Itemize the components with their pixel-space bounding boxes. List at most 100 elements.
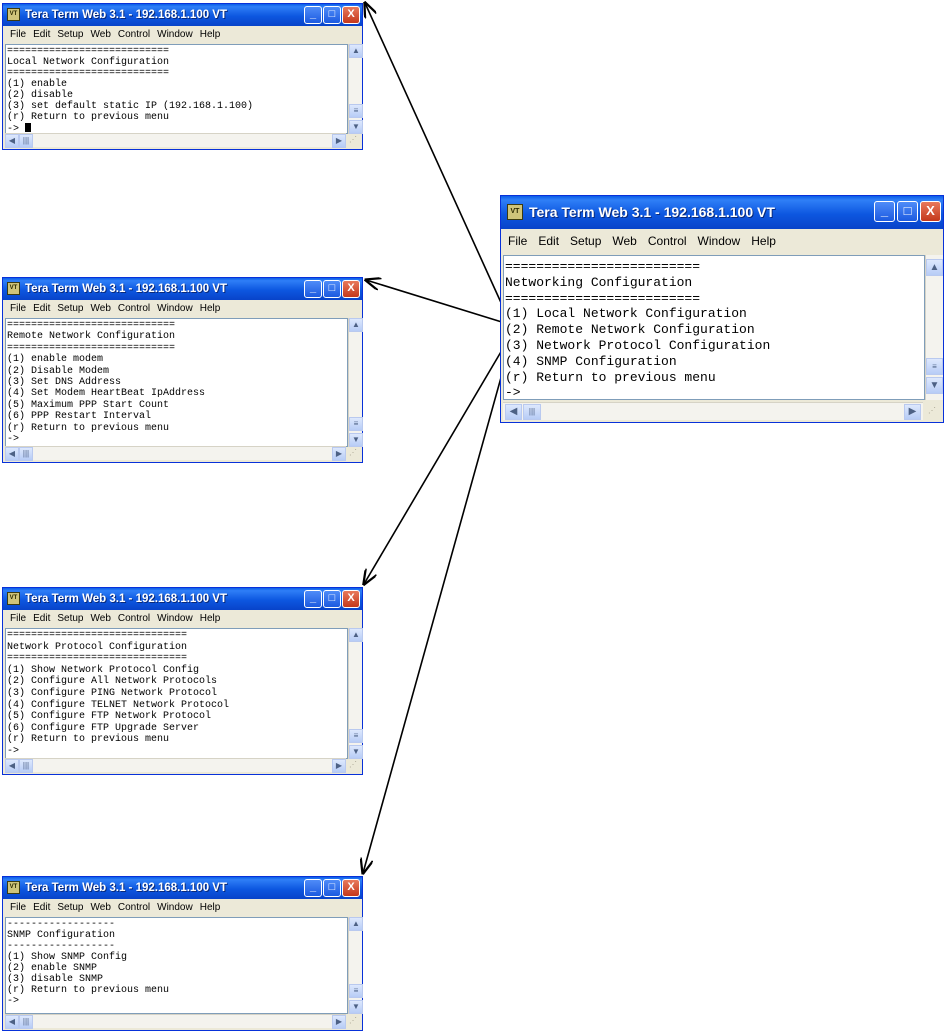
menu-setup[interactable]: Setup bbox=[57, 29, 84, 40]
menu-window[interactable]: Window bbox=[157, 303, 193, 314]
horizontal-scrollbar[interactable]: ◀ ||| ▶ bbox=[503, 402, 923, 420]
resize-grip-icon[interactable]: ⋰ bbox=[349, 760, 357, 769]
resize-grip-icon[interactable]: ⋰ bbox=[349, 448, 357, 457]
title-bar[interactable]: VT Tera Term Web 3.1 - 192.168.1.100 VT … bbox=[3, 588, 362, 610]
scroll-left-arrow-icon[interactable]: ◀ bbox=[5, 759, 19, 773]
menu-setup[interactable]: Setup bbox=[57, 613, 84, 624]
menu-file[interactable]: File bbox=[10, 303, 27, 314]
vertical-scrollbar[interactable]: ▲ ≡ ▼ bbox=[348, 44, 363, 134]
scroll-thumb[interactable]: ≡ bbox=[926, 358, 943, 375]
scroll-up-arrow-icon[interactable]: ▲ bbox=[349, 628, 363, 642]
scroll-down-arrow-icon[interactable]: ▼ bbox=[349, 433, 363, 447]
menu-help[interactable]: Help bbox=[751, 234, 776, 248]
scroll-up-arrow-icon[interactable]: ▲ bbox=[349, 318, 363, 332]
scroll-up-arrow-icon[interactable]: ▲ bbox=[349, 917, 363, 931]
menu-edit[interactable]: Edit bbox=[33, 613, 51, 624]
menu-control[interactable]: Control bbox=[117, 613, 151, 624]
terminal-area[interactable]: ------------------ SNMP Configuration --… bbox=[5, 917, 348, 1014]
menu-setup[interactable]: Setup bbox=[57, 303, 84, 314]
menu-web[interactable]: Web bbox=[90, 613, 111, 624]
menu-window[interactable]: Window bbox=[697, 234, 741, 248]
horizontal-scrollbar[interactable]: ◀ ||| ▶ bbox=[5, 133, 346, 148]
title-bar[interactable]: VT Tera Term Web 3.1 - 192.168.1.100 VT … bbox=[3, 877, 362, 899]
scroll-left-arrow-icon[interactable]: ◀ bbox=[505, 404, 522, 420]
scroll-h-thumb[interactable]: ||| bbox=[523, 404, 541, 420]
close-button[interactable]: X bbox=[342, 879, 360, 897]
close-button[interactable]: X bbox=[342, 6, 360, 24]
minimize-button[interactable]: _ bbox=[304, 879, 322, 897]
scroll-left-arrow-icon[interactable]: ◀ bbox=[5, 1015, 19, 1029]
menu-web[interactable]: Web bbox=[90, 303, 111, 314]
scroll-h-thumb[interactable]: ||| bbox=[19, 759, 33, 773]
title-bar[interactable]: VT Tera Term Web 3.1 - 192.168.1.100 VT … bbox=[501, 196, 943, 229]
terminal-area[interactable]: ============================== Network P… bbox=[5, 628, 348, 759]
maximize-button[interactable]: □ bbox=[323, 280, 341, 298]
menu-help[interactable]: Help bbox=[199, 613, 221, 624]
menu-file[interactable]: File bbox=[508, 234, 528, 248]
scroll-h-thumb[interactable]: ||| bbox=[19, 447, 33, 461]
terminal-area[interactable]: =========================== Local Networ… bbox=[5, 44, 348, 134]
terminal-area[interactable]: ========================= Networking Con… bbox=[503, 255, 925, 400]
scroll-thumb[interactable]: ≡ bbox=[349, 417, 363, 431]
scroll-h-thumb[interactable]: ||| bbox=[19, 1015, 33, 1029]
scroll-down-arrow-icon[interactable]: ▼ bbox=[349, 1000, 363, 1014]
scroll-down-arrow-icon[interactable]: ▼ bbox=[926, 377, 943, 394]
close-button[interactable]: X bbox=[342, 280, 360, 298]
menu-control[interactable]: Control bbox=[117, 303, 151, 314]
menu-web[interactable]: Web bbox=[90, 902, 111, 913]
scroll-down-arrow-icon[interactable]: ▼ bbox=[349, 120, 363, 134]
horizontal-scrollbar[interactable]: ◀ ||| ▶ bbox=[5, 758, 346, 773]
menu-control[interactable]: Control bbox=[117, 29, 151, 40]
vertical-scrollbar[interactable]: ▲ ≡ ▼ bbox=[348, 318, 363, 447]
scroll-thumb[interactable]: ≡ bbox=[349, 729, 363, 743]
scroll-thumb[interactable]: ≡ bbox=[349, 984, 363, 998]
menu-help[interactable]: Help bbox=[199, 29, 221, 40]
menu-file[interactable]: File bbox=[10, 902, 27, 913]
maximize-button[interactable]: □ bbox=[323, 6, 341, 24]
menu-control[interactable]: Control bbox=[647, 234, 687, 248]
scroll-right-arrow-icon[interactable]: ▶ bbox=[332, 759, 346, 773]
resize-grip-icon[interactable]: ⋰ bbox=[349, 1016, 357, 1025]
minimize-button[interactable]: _ bbox=[304, 590, 322, 608]
scroll-thumb[interactable]: ≡ bbox=[349, 104, 363, 118]
vertical-scrollbar[interactable]: ▲ ≡ ▼ bbox=[348, 628, 363, 759]
scroll-right-arrow-icon[interactable]: ▶ bbox=[332, 447, 346, 461]
menu-window[interactable]: Window bbox=[157, 613, 193, 624]
menu-file[interactable]: File bbox=[10, 29, 27, 40]
menu-control[interactable]: Control bbox=[117, 902, 151, 913]
maximize-button[interactable]: □ bbox=[897, 201, 918, 222]
menu-edit[interactable]: Edit bbox=[33, 29, 51, 40]
scroll-right-arrow-icon[interactable]: ▶ bbox=[332, 1015, 346, 1029]
terminal-area[interactable]: ============================ Remote Netw… bbox=[5, 318, 348, 447]
resize-grip-icon[interactable]: ⋰ bbox=[349, 135, 357, 144]
scroll-left-arrow-icon[interactable]: ◀ bbox=[5, 447, 19, 461]
vertical-scrollbar[interactable]: ▲ ≡ ▼ bbox=[925, 255, 943, 400]
menu-web[interactable]: Web bbox=[90, 29, 111, 40]
scroll-right-arrow-icon[interactable]: ▶ bbox=[332, 134, 346, 148]
title-bar[interactable]: VT Tera Term Web 3.1 - 192.168.1.100 VT … bbox=[3, 4, 362, 26]
scroll-left-arrow-icon[interactable]: ◀ bbox=[5, 134, 19, 148]
minimize-button[interactable]: _ bbox=[304, 6, 322, 24]
menu-help[interactable]: Help bbox=[199, 303, 221, 314]
close-button[interactable]: X bbox=[342, 590, 360, 608]
menu-window[interactable]: Window bbox=[157, 902, 193, 913]
menu-setup[interactable]: Setup bbox=[57, 902, 84, 913]
vertical-scrollbar[interactable]: ▲ ≡ ▼ bbox=[348, 917, 363, 1014]
menu-setup[interactable]: Setup bbox=[570, 234, 602, 248]
title-bar[interactable]: VT Tera Term Web 3.1 - 192.168.1.100 VT … bbox=[3, 278, 362, 300]
close-button[interactable]: X bbox=[920, 201, 941, 222]
scroll-up-arrow-icon[interactable]: ▲ bbox=[349, 44, 363, 58]
horizontal-scrollbar[interactable]: ◀ ||| ▶ bbox=[5, 1014, 346, 1029]
menu-file[interactable]: File bbox=[10, 613, 27, 624]
menu-web[interactable]: Web bbox=[612, 234, 637, 248]
menu-edit[interactable]: Edit bbox=[538, 234, 560, 248]
scroll-right-arrow-icon[interactable]: ▶ bbox=[904, 404, 921, 420]
scroll-h-thumb[interactable]: ||| bbox=[19, 134, 33, 148]
horizontal-scrollbar[interactable]: ◀ ||| ▶ bbox=[5, 446, 346, 461]
resize-grip-icon[interactable]: ⋰ bbox=[928, 406, 936, 415]
menu-window[interactable]: Window bbox=[157, 29, 193, 40]
menu-help[interactable]: Help bbox=[199, 902, 221, 913]
minimize-button[interactable]: _ bbox=[874, 201, 895, 222]
menu-edit[interactable]: Edit bbox=[33, 303, 51, 314]
scroll-up-arrow-icon[interactable]: ▲ bbox=[926, 259, 943, 276]
